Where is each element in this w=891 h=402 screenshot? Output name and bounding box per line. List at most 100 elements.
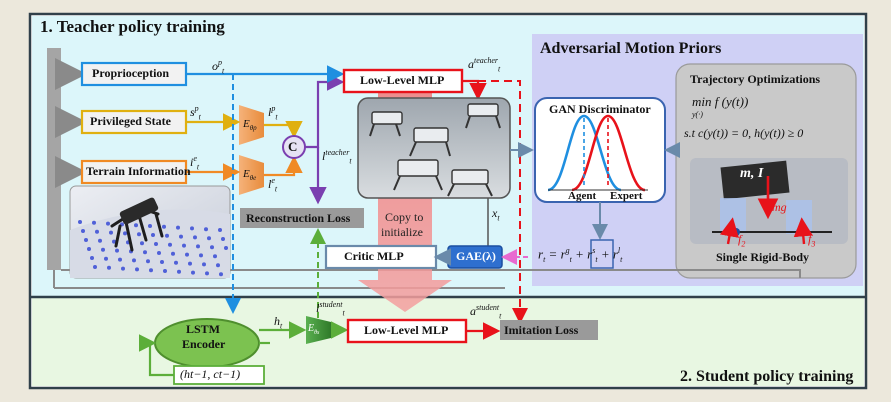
mass-inertia-label: m, I [740,166,764,181]
copy-to-label: Copy to [385,210,424,224]
terrain-scan-dot [109,230,113,235]
student-mlp-label: Low-Level MLP [364,323,449,337]
imitation-loss-label: Imitation Loss [504,323,579,337]
terrain-scan-dot [174,260,178,265]
terrain-scan-dot [121,266,125,271]
gravity-label: mg [772,200,787,214]
force-f3-label: f3 [808,232,816,249]
terrain-scan-dot [205,271,209,276]
rigid-body-image [690,158,848,245]
proprioception-label: Proprioception [92,66,170,80]
terrain-scan-dot [204,227,208,232]
encoder-e-shape [239,155,264,195]
terrain-scan-dot [132,258,136,263]
terrain-scan-dot [218,228,222,232]
symbol-x-t: xt [492,206,500,223]
symbol-a-t-teacher: ateachert [468,56,501,74]
symbol-i-t-e: iet [190,154,200,172]
terrain-scan-dot [135,267,139,272]
teacher-mlp-label: Low-Level MLP [360,73,445,87]
lstm-label-1: LSTM [186,322,221,336]
terrain-scan-dot [98,238,102,243]
terrain-scan-dot [202,262,206,267]
terrain-scan-dot [149,268,153,273]
agent-label: Agent [568,190,597,202]
terrain-scan-dot [179,234,183,239]
terrain-scan-dot [191,270,195,275]
terrain-scan-dot [171,251,175,256]
terrain-scan-dot [123,231,127,236]
lstm-label-2: Encoder [182,337,226,351]
terrain-scan-dot [219,272,223,277]
terrain-scan-dot [168,242,172,247]
terrain-scan-dot [87,247,91,251]
terrain-scan-dot [210,245,214,250]
single-rigid-body-label: Single Rigid-Body [716,250,810,264]
terrain-scan-dot [104,256,108,261]
concat-symbol: C [288,139,298,154]
terrain-scan-dot [177,269,181,274]
gae-label: GAE(λ) [456,249,496,263]
terrain-scan-dot [90,256,94,260]
symbol-l-t-p: lpt [268,104,278,122]
terrain-scan-dot [134,223,138,228]
terrain-scan-dot [196,244,200,249]
encoder-p-shape [239,105,264,145]
terrain-scan-dot [213,254,217,259]
encoder-s-shape [306,316,331,344]
trajopt-objective-sub: y(·) [692,110,703,119]
terrain-scan-dot [199,253,203,258]
terrain-scan-dot [118,257,122,262]
terrain-scan-dot [78,220,82,224]
symbol-a-t-student: astudentt [470,303,502,321]
trajopt-title: Trajectory Optimizations [690,72,821,86]
terrain-scan-dot [140,241,144,246]
encoder-e-label: Eθe [243,168,257,183]
trajopt-constraints: s.t c(y(t)) = 0, h(y(t)) ≥ 0 [684,126,804,140]
terrain-scan-dot [95,229,99,234]
terrain-scan-dot [193,235,197,240]
terrain-scan-dot [154,242,158,246]
terrain-scan-dot [182,243,186,248]
terrain-information-label: Terrain Information [86,164,191,178]
terrain-image [69,185,231,279]
terrain-scan-dot [106,221,110,226]
reconstruction-loss-label: Reconstruction Loss [246,211,351,225]
terrain-scan-dot [163,269,167,273]
lstm-state-label: (ht−1, ct−1) [180,367,241,381]
symbol-s-t-p: spt [190,104,201,122]
initialize-label: initialize [381,225,423,239]
terrain-scan-dot [188,261,192,266]
discriminator-label: GAN Discriminator [549,102,651,116]
terrain-scan-dot [146,259,150,264]
terrain-scan-dot [151,233,155,237]
terrain-scan-dot [176,225,180,230]
encoder-s-label: Eθs [308,323,320,336]
terrain-scan-dot [207,236,211,241]
simulation-image [357,97,511,199]
terrain-scan-dot [216,263,220,268]
trajopt-objective: min f (y(t)) [692,94,749,109]
gray-bus [47,48,61,270]
privileged-state-label: Privileged State [90,114,171,128]
terrain-scan-dot [115,248,119,253]
symbol-h-t: ht [274,314,283,331]
reconstruction-loss-box [240,208,364,228]
terrain-scan-dot [224,246,228,250]
critic-mlp-label: Critic MLP [344,249,404,263]
terrain-scan-dot [148,224,152,228]
terrain-scan-dot [93,265,97,269]
terrain-scan-dot [157,251,161,255]
terrain-scan-dot [143,250,147,255]
terrain-scan-dot [107,265,111,270]
encoder-p-label: Eθp [243,118,257,133]
terrain-scan-dot [137,232,141,237]
imitation-loss-box [500,320,598,340]
terrain-scan-dot [112,239,116,244]
student-section-title: 2. Student policy training [680,368,854,385]
terrain-scan-dot [160,260,164,264]
terrain-scan-dot [84,238,88,242]
amp-title: Adversarial Motion Priors [540,40,722,57]
